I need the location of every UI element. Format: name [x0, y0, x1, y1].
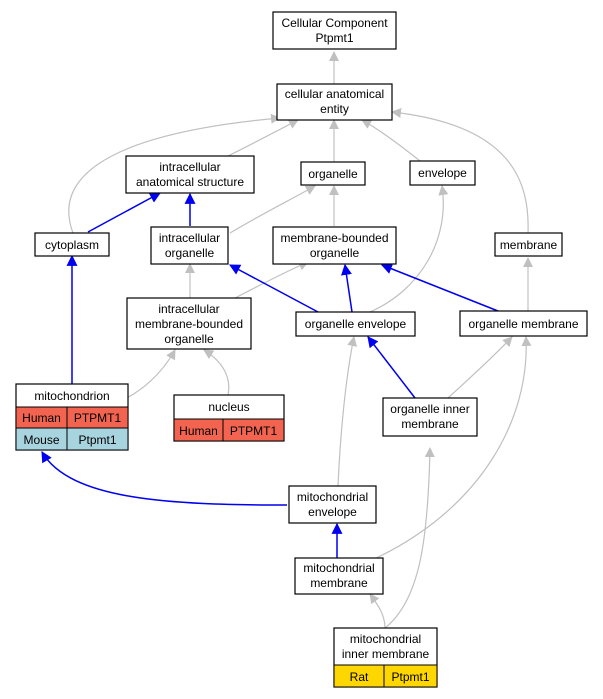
node-label-line: cytoplasm	[45, 238, 99, 252]
gene-label: Ptpmt1	[391, 670, 429, 684]
node-label-line: membrane-bounded	[135, 317, 243, 331]
annotation-row-human: Human PTPMT1	[173, 418, 285, 442]
edge-oim-to-oe	[367, 336, 416, 399]
node-label-line: mitochondrial	[350, 632, 421, 646]
edge-oe-to-io	[229, 264, 319, 313]
edge-imbo-to-mbo	[234, 261, 309, 299]
node-label-line: organelle envelope	[305, 317, 407, 331]
edges	[41, 51, 533, 629]
node-label-line: membrane	[310, 576, 368, 590]
node-label-line: mitochondrial	[303, 561, 374, 575]
node-label-line: membrane	[500, 238, 558, 252]
node-label-line: inner membrane	[342, 647, 430, 661]
edge-mito-to-imbo	[126, 349, 176, 399]
node-label-line: intracellular	[159, 231, 220, 245]
node-label-line: organelle	[310, 246, 360, 260]
node-label-line: membrane-bounded	[280, 231, 388, 245]
node-label-line: intracellular	[158, 302, 219, 316]
node-label-line: anatomical structure	[136, 175, 244, 189]
species-label: Rat	[350, 670, 369, 684]
edge-me-to-oe	[337, 336, 358, 487]
edge-mim-to-mm	[369, 593, 386, 629]
node-intracellular-organelle[interactable]: intracellular organelle	[150, 226, 229, 265]
node-mitochondrion[interactable]: mitochondrion Human PTPMT1 Mouse Ptpmt1	[15, 383, 129, 451]
node-label-line: mitochondrial	[297, 490, 368, 504]
node-intracellular-membrane-bounded-organelle[interactable]: intracellular membrane-bounded organelle	[126, 297, 252, 350]
edge-mm-to-om	[371, 336, 532, 561]
edge-envelope-to-cae	[361, 119, 421, 162]
edge-om-to-mbo	[380, 263, 499, 312]
edge-mim-to-oim	[384, 447, 435, 629]
annotation-row-mouse: Mouse Ptpmt1	[15, 427, 129, 451]
node-label-line: envelope	[308, 505, 357, 519]
edge-oe-to-envelope	[369, 185, 449, 313]
node-mitochondrial-envelope[interactable]: mitochondrial envelope	[288, 485, 377, 524]
node-organelle-inner-membrane[interactable]: organelle inner membrane	[382, 397, 478, 437]
edge-ias-to-cae	[227, 119, 299, 157]
node-mitochondrial-inner-membrane[interactable]: mitochondrial inner membrane Rat Ptpmt1	[333, 627, 438, 688]
node-label-line: organelle	[164, 332, 214, 346]
species-label: Mouse	[23, 433, 59, 447]
node-label-line: nucleus	[208, 400, 249, 414]
node-membrane[interactable]: membrane	[494, 232, 563, 257]
node-label-line: envelope	[418, 166, 467, 180]
species-label: Human	[22, 411, 61, 425]
node-label-line: entity	[320, 102, 349, 116]
edge-cytoplasm-to-ias	[87, 192, 161, 233]
gene-label: PTPMT1	[74, 411, 122, 425]
node-cytoplasm[interactable]: cytoplasm	[34, 232, 110, 257]
edge-membrane-to-cae	[391, 108, 529, 234]
edge-io-to-organelle	[229, 185, 316, 234]
node-cellular-anatomical-entity[interactable]: cellular anatomical entity	[276, 83, 393, 121]
node-label-line: Cellular Component	[281, 16, 388, 30]
annotation-row-human: Human PTPMT1	[15, 406, 129, 429]
node-intracellular-anatomical-structure[interactable]: intracellular anatomical structure	[125, 155, 255, 194]
node-organelle-membrane[interactable]: organelle membrane	[459, 310, 588, 337]
gene-label: PTPMT1	[230, 424, 278, 438]
species-label: Human	[179, 424, 218, 438]
edge-oim-to-om	[447, 336, 513, 399]
node-nucleus[interactable]: nucleus Human PTPMT1	[173, 394, 285, 442]
node-label-line: organelle	[165, 246, 215, 260]
node-label-line: intracellular	[159, 160, 220, 174]
node-label-line: organelle	[308, 167, 358, 181]
edge-me-to-mito	[41, 451, 288, 506]
node-label-line: cellular anatomical	[285, 87, 384, 101]
node-organelle[interactable]: organelle	[300, 161, 366, 186]
annotation-row-rat: Rat Ptpmt1	[333, 664, 438, 688]
edge-cytoplasm-to-cae	[68, 113, 281, 234]
node-label-line: organelle inner	[390, 402, 469, 416]
node-mitochondrial-membrane[interactable]: mitochondrial membrane	[294, 557, 384, 595]
node-cellular-component-ptpmt1[interactable]: Cellular Component Ptpmt1	[272, 11, 397, 50]
node-organelle-envelope[interactable]: organelle envelope	[295, 311, 416, 337]
node-label-line: Ptpmt1	[315, 31, 353, 45]
node-envelope[interactable]: envelope	[409, 160, 476, 186]
gene-label: Ptpmt1	[78, 433, 116, 447]
edge-oe-to-mbo	[341, 263, 353, 313]
edge-nucleus-to-imbo	[203, 349, 230, 396]
node-label-line: mitochondrion	[34, 389, 109, 403]
node-label-line: organelle membrane	[468, 317, 578, 331]
node-membrane-bounded-organelle[interactable]: membrane-bounded organelle	[272, 226, 397, 265]
node-label-line: membrane	[401, 417, 459, 431]
